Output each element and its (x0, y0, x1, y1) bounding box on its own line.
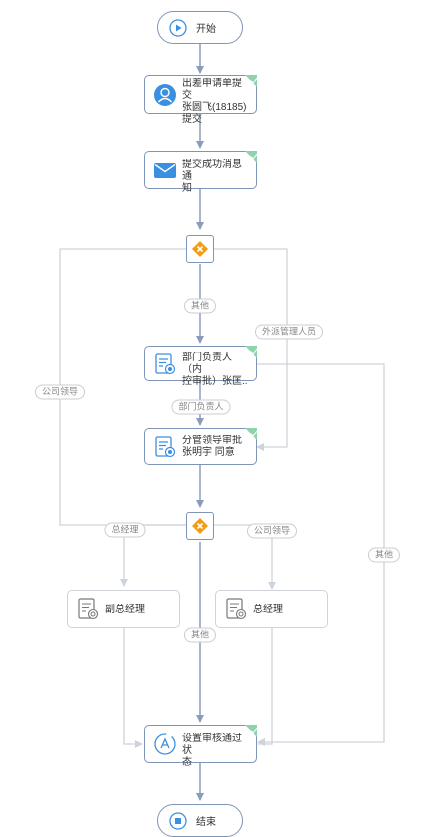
completed-check-icon (245, 725, 257, 737)
edge-dept-status (257, 363, 385, 746)
gateway-2[interactable] (186, 512, 214, 540)
vp-approval-node[interactable]: 分管领导审批 张明宇 同意 (144, 428, 257, 465)
submit-label: 出差申请单提交 张圆飞(18185) 提交 (182, 78, 247, 125)
end-node[interactable]: 结束 (157, 804, 243, 837)
deputy-gm-label: 副总经理 (105, 604, 145, 615)
edge-gateway1-vp (214, 248, 288, 451)
notify-node[interactable]: 提交成功消息通 知 (144, 151, 257, 194)
edge-label-outsourced-manager: 外派管理人员 (254, 324, 324, 340)
gm-node[interactable]: 总经理 (215, 590, 328, 628)
approval-icon (153, 352, 177, 376)
dept-head-label: 部门负责人（内 控审批）张匡.. (182, 352, 248, 387)
play-icon (169, 19, 187, 42)
completed-check-icon (245, 75, 257, 87)
edge-label-dept-head: 部门负责人 (171, 399, 231, 415)
edge-label-company-leader: 公司领导 (34, 384, 86, 400)
set-status-node[interactable]: 设置审核通过状 态 (144, 725, 257, 768)
dept-head-node[interactable]: 部门负责人（内 控审批）张匡.. (144, 346, 257, 387)
end-label: 结束 (196, 817, 216, 828)
edge-label-other: 其他 (183, 298, 217, 314)
approval-icon (76, 597, 100, 621)
gateway-1[interactable] (186, 235, 214, 263)
submit-node[interactable]: 出差申请单提交 张圆飞(18185) 提交 (144, 75, 257, 125)
start-label: 开始 (196, 24, 216, 35)
stop-icon (169, 812, 187, 835)
vp-approval-label: 分管领导审批 张明宇 同意 (182, 435, 242, 458)
edge-label-other: 其他 (367, 547, 401, 563)
edge-label-general-manager: 总经理 (104, 522, 146, 538)
auto-task-icon (153, 732, 177, 756)
edge-label-company-leader: 公司领导 (246, 523, 298, 539)
edge-label-other: 其他 (183, 627, 217, 643)
set-status-label: 设置审核通过状 态 (182, 733, 242, 768)
completed-check-icon (245, 428, 257, 440)
approval-icon (153, 435, 177, 459)
exclusive-gateway-icon (192, 518, 208, 534)
user-icon (153, 83, 177, 107)
start-node[interactable]: 开始 (157, 11, 243, 44)
completed-check-icon (245, 151, 257, 163)
completed-check-icon (245, 346, 257, 358)
gm-label: 总经理 (253, 604, 283, 615)
approval-icon (224, 597, 248, 621)
edge-gm-status (258, 628, 273, 745)
edge-deputy-status (123, 628, 143, 748)
exclusive-gateway-icon (192, 241, 208, 257)
mail-icon (153, 158, 177, 182)
notify-label: 提交成功消息通 知 (182, 159, 242, 194)
deputy-gm-node[interactable]: 副总经理 (67, 590, 180, 628)
